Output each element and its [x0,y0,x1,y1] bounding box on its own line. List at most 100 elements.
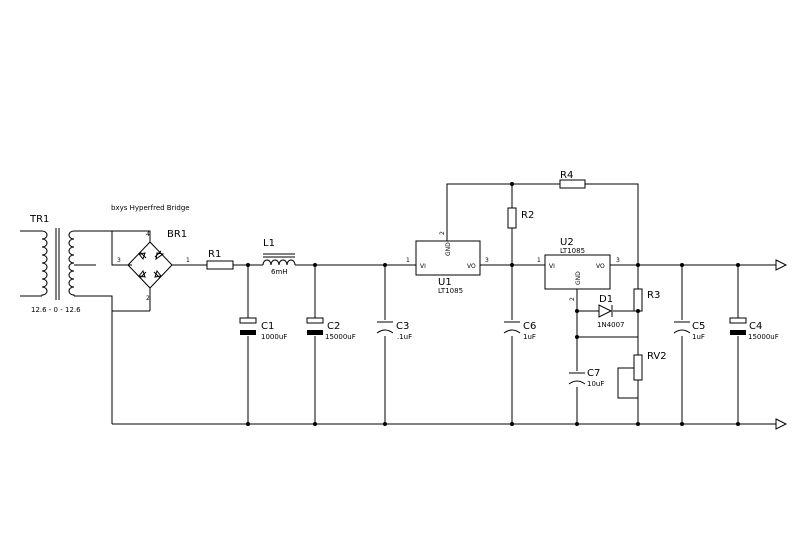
wires [74,183,776,425]
wire-u1-gnd [446,183,560,241]
junction [636,263,640,267]
u1-pin-3: 3 [485,257,489,264]
resistor-r1: R1 [206,249,234,270]
u1-value: LT1085 [438,287,463,295]
c7-value: 10uF [587,380,604,388]
wire-br-pin4 [112,230,151,242]
capacitor-c3: C3 .1uF [376,321,412,341]
u1-pin-1: 1 [406,257,410,264]
junction [736,263,740,267]
junction [736,422,740,426]
u1-pin-2: 2 [439,231,446,235]
c1-plate-top [239,317,257,324]
u2-pin-2: 2 [569,297,576,301]
l1-core [263,253,295,258]
capacitor-c1: C1 1000uF [239,317,287,341]
c7-plate-bottom [568,380,586,385]
l1-ref: L1 [263,238,275,249]
wire-r4-right [585,183,639,265]
junction [510,422,514,426]
c3-plate-bottom [376,329,394,334]
resistor-r2: R2 [507,207,534,229]
capacitor-c5: C5 1uF [673,321,705,341]
wire-tr-top [74,230,132,266]
br1-pin-1: 1 [186,257,190,264]
u2-pin-vo: VO [596,263,605,270]
junction [383,422,387,426]
r2-ref: R2 [521,210,534,221]
regulator-u2: VI VO GND 1 2 3 U2 LT1085 [535,237,620,301]
c1-plate-bottom [240,330,256,335]
rv2-ref: RV2 [647,351,667,362]
junction [313,263,317,267]
c4-ref: C4 [749,321,762,332]
resistor-r3: R3 [633,288,660,312]
br1-pin-2: 2 [146,295,150,302]
c3-value: .1uF [397,333,412,341]
junction [575,422,579,426]
u2-pin-vi: VI [549,263,555,270]
l1-coil [262,259,296,266]
transformer-tr1: TR1 12.6 - 0 - 12.6 [20,214,96,314]
diode-d1: D1 1N4007 [597,294,625,329]
junction [575,335,579,339]
output-arrows [775,259,788,430]
c5-value: 1uF [692,333,705,341]
tr1-secondary-coil [68,230,75,296]
junction [680,263,684,267]
d1-body [598,304,613,318]
br1-diode [154,250,165,261]
tr1-value: 12.6 - 0 - 12.6 [31,306,81,314]
bridge-br1: 4 3 1 2 BR1 bxys Hyperfred Bridge [111,204,190,302]
c2-value: 15000uF [325,333,356,341]
c6-ref: C6 [523,321,536,332]
tr1-core [55,228,60,300]
c4-plate-bottom [730,330,746,335]
junction [510,263,514,267]
br1-ref: BR1 [167,229,187,240]
r1-body [206,260,234,270]
u1-body [415,240,481,276]
c1-ref: C1 [261,321,274,332]
capacitor-c6: C6 1uF [503,321,536,341]
u2-body [544,254,611,290]
inductor-l1: L1 6mH [262,238,296,276]
junction [680,422,684,426]
u2-ref: U2 [560,237,574,248]
d1-ref: D1 [599,294,613,305]
u1-ref: U1 [438,277,452,288]
u2-pin-3: 3 [616,257,620,264]
r4-body [559,179,586,189]
br1-diamond [127,241,173,289]
junction [636,422,640,426]
d1-value: 1N4007 [597,321,625,329]
u2-pin-gnd: GND [575,271,582,285]
c3-ref: C3 [396,321,409,332]
c2-ref: C2 [327,321,340,332]
c4-plate-top [729,317,747,324]
br1-pin-3: 3 [117,257,121,264]
tr1-primary-leads [20,230,42,297]
br1-pin-4: 4 [146,231,150,238]
wire-tr-bottom [74,295,150,312]
u2-pin-1: 1 [537,257,541,264]
capacitor-c2: C2 15000uF [306,317,356,341]
junction [575,309,579,313]
c5-plate-bottom [673,329,691,334]
junction [246,263,250,267]
tr1-primary-coil [41,230,48,296]
output-arrow-positive [775,259,788,271]
l1-value: 6mH [271,268,288,276]
potentiometer-rv2: RV2 [633,351,667,381]
c2-plate-bottom [307,330,323,335]
br1-diode [153,269,162,279]
c6-plate-bottom [503,329,521,334]
c2-plate-top [306,317,324,324]
c6-value: 1uF [523,333,536,341]
r3-body [633,288,643,312]
wire-rv2-wiper [617,367,638,399]
capacitor-c4: C4 15000uF [729,317,779,341]
r3-ref: R3 [647,290,660,301]
c5-ref: C5 [692,321,705,332]
